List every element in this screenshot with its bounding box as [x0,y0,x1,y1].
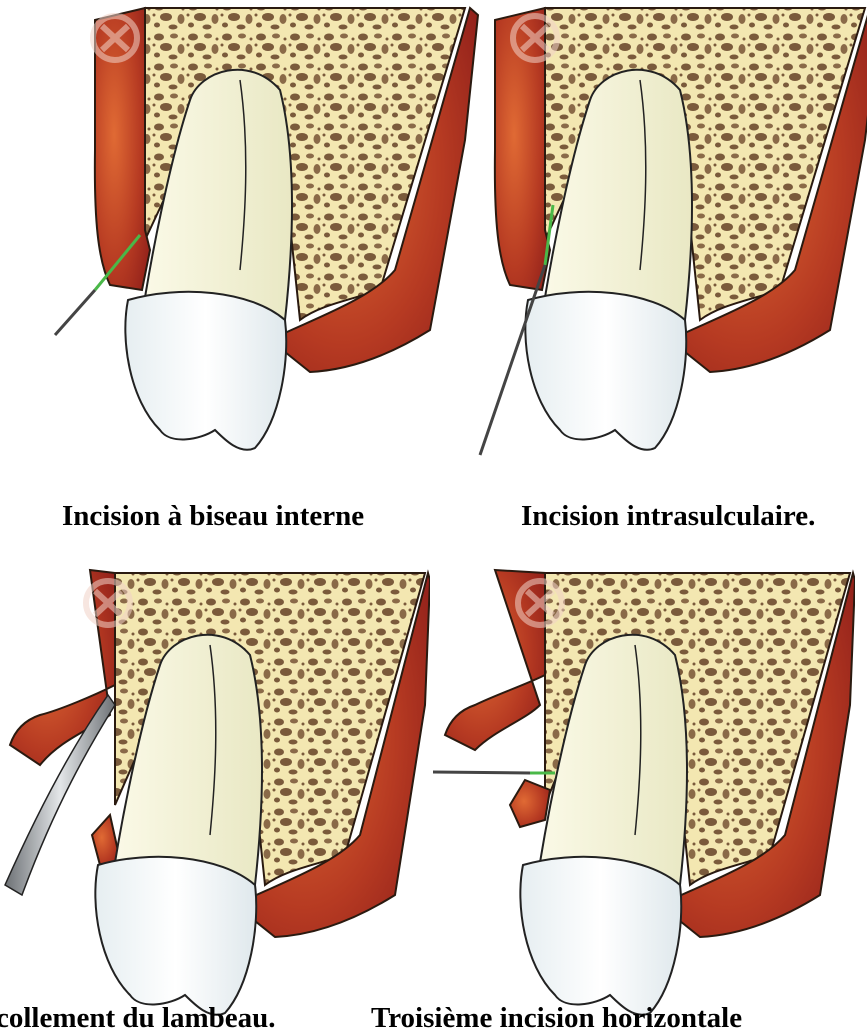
caption-intrasulcular-incision: Incision intrasulculaire. [521,502,815,531]
gum-buccal-remnant [510,780,550,827]
caption-flap-elevation: collement du lambeau. [0,1004,276,1033]
gum-flap [10,570,115,765]
caption-internal-bevel-incision: Incision à biseau interne [62,502,364,531]
tooth-diagram-1 [50,0,480,470]
caption-third-horizontal-incision: Troisième incision horizontale [371,1004,742,1033]
tooth-crown [125,292,286,450]
tooth-crown [95,857,256,1015]
tooth-diagram-3 [0,565,430,1035]
scalpel-blade [55,290,95,335]
tooth-diagram-4 [425,565,855,1035]
tooth-crown [520,857,681,1015]
tooth-crown [525,292,686,450]
tooth-diagram-2 [475,0,867,470]
panel-flap-elevation [0,565,430,1035]
panel-third-horizontal-incision [425,565,855,1035]
scalpel-blade [433,772,530,773]
panel-intrasulcular-incision [475,0,867,470]
panel-internal-bevel-incision [50,0,480,470]
